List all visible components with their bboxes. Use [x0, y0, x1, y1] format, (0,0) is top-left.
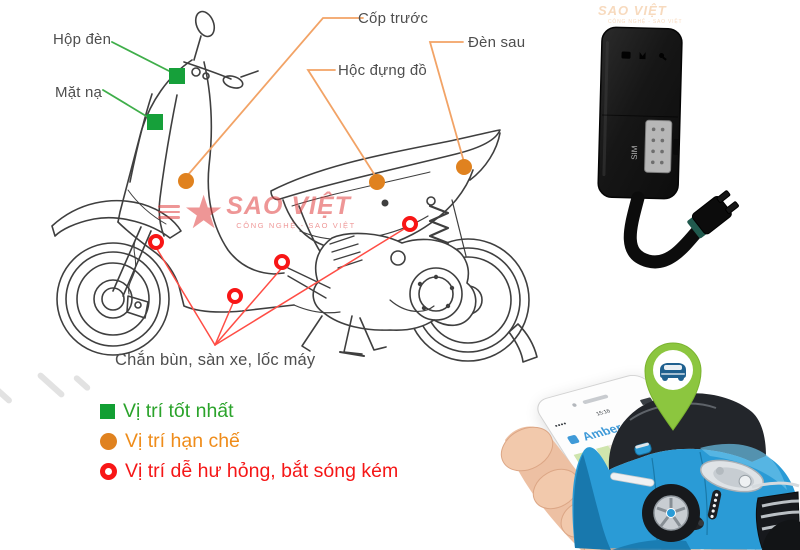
legend-label: Vị trí dễ hư hỏng, bắt sóng kém	[125, 460, 399, 482]
orange-leader-lines	[186, 17, 465, 178]
car-mirror	[634, 442, 652, 456]
chrome-strip	[610, 472, 655, 487]
red-ring-icon	[100, 463, 117, 480]
tracker-led-icons	[621, 51, 667, 61]
car-glyph-icon	[660, 363, 686, 381]
headlight	[700, 459, 764, 493]
sim-label: SIM	[630, 145, 639, 160]
front-wheel	[762, 519, 800, 550]
rear-wheel	[642, 484, 700, 542]
label-mudguard-floor-engine: Chắn bùn, sàn xe, lốc máy	[115, 351, 316, 369]
label-storage-box: Hộc đựng đồ	[338, 62, 427, 79]
finger	[500, 426, 554, 472]
legend-row-bad: Vị trí dễ hư hỏng, bắt sóng kém	[100, 460, 398, 483]
legend: Vị trí tốt nhất Vị trí hạn chế Vị trí dễ…	[100, 400, 398, 490]
orange-dot-icon	[100, 433, 117, 450]
label-front-mask: Mặt nạ	[55, 84, 103, 101]
green-leader-lines	[102, 41, 172, 120]
label-headlight-box: Hộp đèn	[53, 31, 112, 48]
green-square-icon	[100, 404, 115, 419]
front-fender	[51, 199, 182, 239]
label-front-trunk: Cốp trước	[358, 10, 429, 27]
seat	[270, 129, 501, 201]
legend-label: Vị trí hạn chế	[125, 430, 240, 452]
sim-slot: SIM	[630, 119, 680, 174]
red-leader-lines	[156, 228, 405, 346]
drl-strip	[707, 489, 722, 520]
legend-row-best: Vị trí tốt nhất	[100, 400, 398, 423]
front-wheel	[56, 242, 170, 356]
legend-label: Vị trí tốt nhất	[123, 400, 234, 422]
leader-lines	[102, 17, 465, 346]
engine-block	[312, 232, 477, 331]
shock-spring	[428, 204, 450, 253]
tracker-cable	[623, 191, 707, 269]
label-tail-light: Đèn sau	[468, 34, 526, 51]
tracker-plug	[687, 190, 739, 239]
legend-row-limited: Vị trí hạn chế	[100, 430, 398, 453]
